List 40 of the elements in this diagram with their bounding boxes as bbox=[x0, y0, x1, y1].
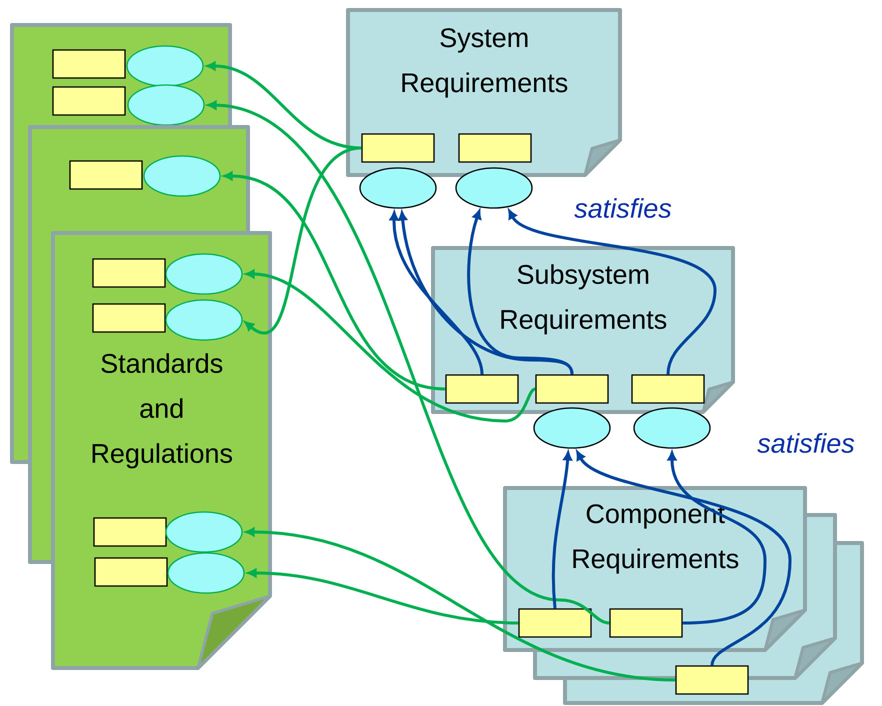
trace-ellipse bbox=[127, 84, 205, 126]
arrow bbox=[552, 451, 572, 608]
arrow bbox=[668, 452, 767, 624]
item-box bbox=[675, 665, 749, 695]
item-box bbox=[535, 374, 609, 404]
trace-ellipse bbox=[126, 45, 204, 87]
trace-ellipse bbox=[143, 155, 221, 197]
item-box bbox=[52, 49, 126, 79]
arrow bbox=[224, 172, 446, 390]
trace-ellipse bbox=[633, 407, 711, 449]
arrow bbox=[244, 146, 362, 334]
trace-ellipse bbox=[167, 552, 245, 594]
item-box bbox=[609, 608, 683, 638]
item-box bbox=[93, 517, 167, 547]
item-box bbox=[445, 374, 519, 404]
trace-ellipse bbox=[165, 511, 243, 553]
item-box bbox=[69, 160, 143, 190]
arrow bbox=[576, 451, 792, 666]
arrow bbox=[208, 100, 610, 624]
item-box bbox=[92, 258, 166, 288]
item-box bbox=[518, 608, 592, 638]
arrow bbox=[248, 568, 518, 624]
arrow bbox=[508, 210, 717, 375]
item-box bbox=[52, 86, 126, 116]
trace-ellipse bbox=[165, 299, 243, 341]
item-box bbox=[631, 374, 705, 404]
arrow bbox=[246, 270, 536, 422]
item-box bbox=[94, 557, 168, 587]
arrow bbox=[467, 210, 574, 374]
trace-ellipse bbox=[359, 167, 437, 209]
item-box bbox=[361, 133, 435, 163]
arrow bbox=[246, 528, 676, 682]
relation-label: satisfies bbox=[757, 433, 854, 453]
trace-ellipse bbox=[165, 253, 243, 295]
relation-label: satisfies bbox=[574, 198, 672, 218]
item-box bbox=[92, 303, 166, 333]
trace-ellipse bbox=[455, 167, 533, 209]
arrow bbox=[390, 211, 484, 375]
item-box bbox=[458, 133, 532, 163]
trace-ellipse bbox=[533, 407, 611, 449]
